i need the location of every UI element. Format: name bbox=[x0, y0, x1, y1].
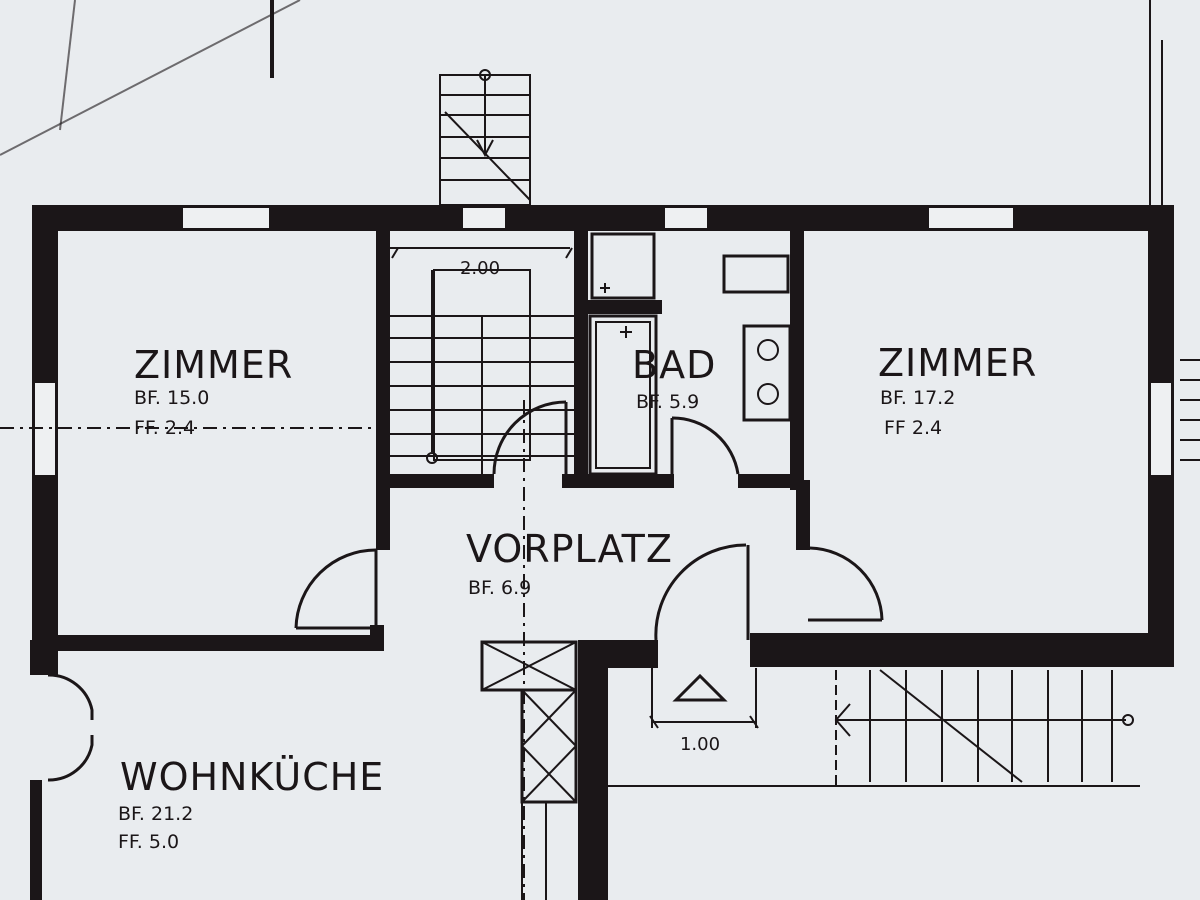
room-name: BAD bbox=[632, 343, 716, 387]
room-zimmer-left: ZIMMER BF. 15.0 FF. 2.4 bbox=[134, 343, 293, 439]
exterior-stair-bottom bbox=[834, 359, 1200, 786]
room-bf: BF. 6.9 bbox=[468, 577, 531, 599]
doors bbox=[47, 400, 884, 782]
room-bf: BF. 17.2 bbox=[880, 387, 955, 409]
room-name: WOHNKÜCHE bbox=[120, 755, 384, 799]
shaft bbox=[480, 640, 578, 900]
room-bf: BF. 21.2 bbox=[118, 803, 193, 825]
entrance-landing bbox=[608, 668, 1140, 787]
room-bf: BF. 15.0 bbox=[134, 387, 209, 409]
interior-stair bbox=[390, 247, 574, 474]
construction-lines bbox=[0, 0, 1163, 210]
room-bf: BF. 5.9 bbox=[636, 391, 699, 413]
room-ff: FF 2.4 bbox=[884, 417, 942, 439]
landing-width-dimension: 1.00 bbox=[680, 734, 720, 755]
windows bbox=[33, 206, 1173, 477]
room-wohnkuche: WOHNKÜCHE BF. 21.2 FF. 5.0 bbox=[118, 755, 384, 853]
room-zimmer-right: ZIMMER BF. 17.2 FF 2.4 bbox=[878, 341, 1037, 439]
room-name: ZIMMER bbox=[878, 341, 1037, 385]
stair-width-dimension: 2.00 bbox=[460, 258, 500, 279]
exterior-stair-top bbox=[439, 69, 531, 206]
room-name: VORPLATZ bbox=[466, 527, 673, 571]
room-name: ZIMMER bbox=[134, 343, 293, 387]
bathroom-fixtures bbox=[588, 232, 792, 476]
room-ff: FF. 2.4 bbox=[134, 417, 195, 439]
axis-lines bbox=[0, 400, 525, 900]
room-vorplatz: VORPLATZ BF. 6.9 bbox=[466, 527, 673, 599]
room-ff: FF. 5.0 bbox=[118, 831, 179, 853]
room-bad: BAD BF. 5.9 bbox=[632, 343, 716, 413]
